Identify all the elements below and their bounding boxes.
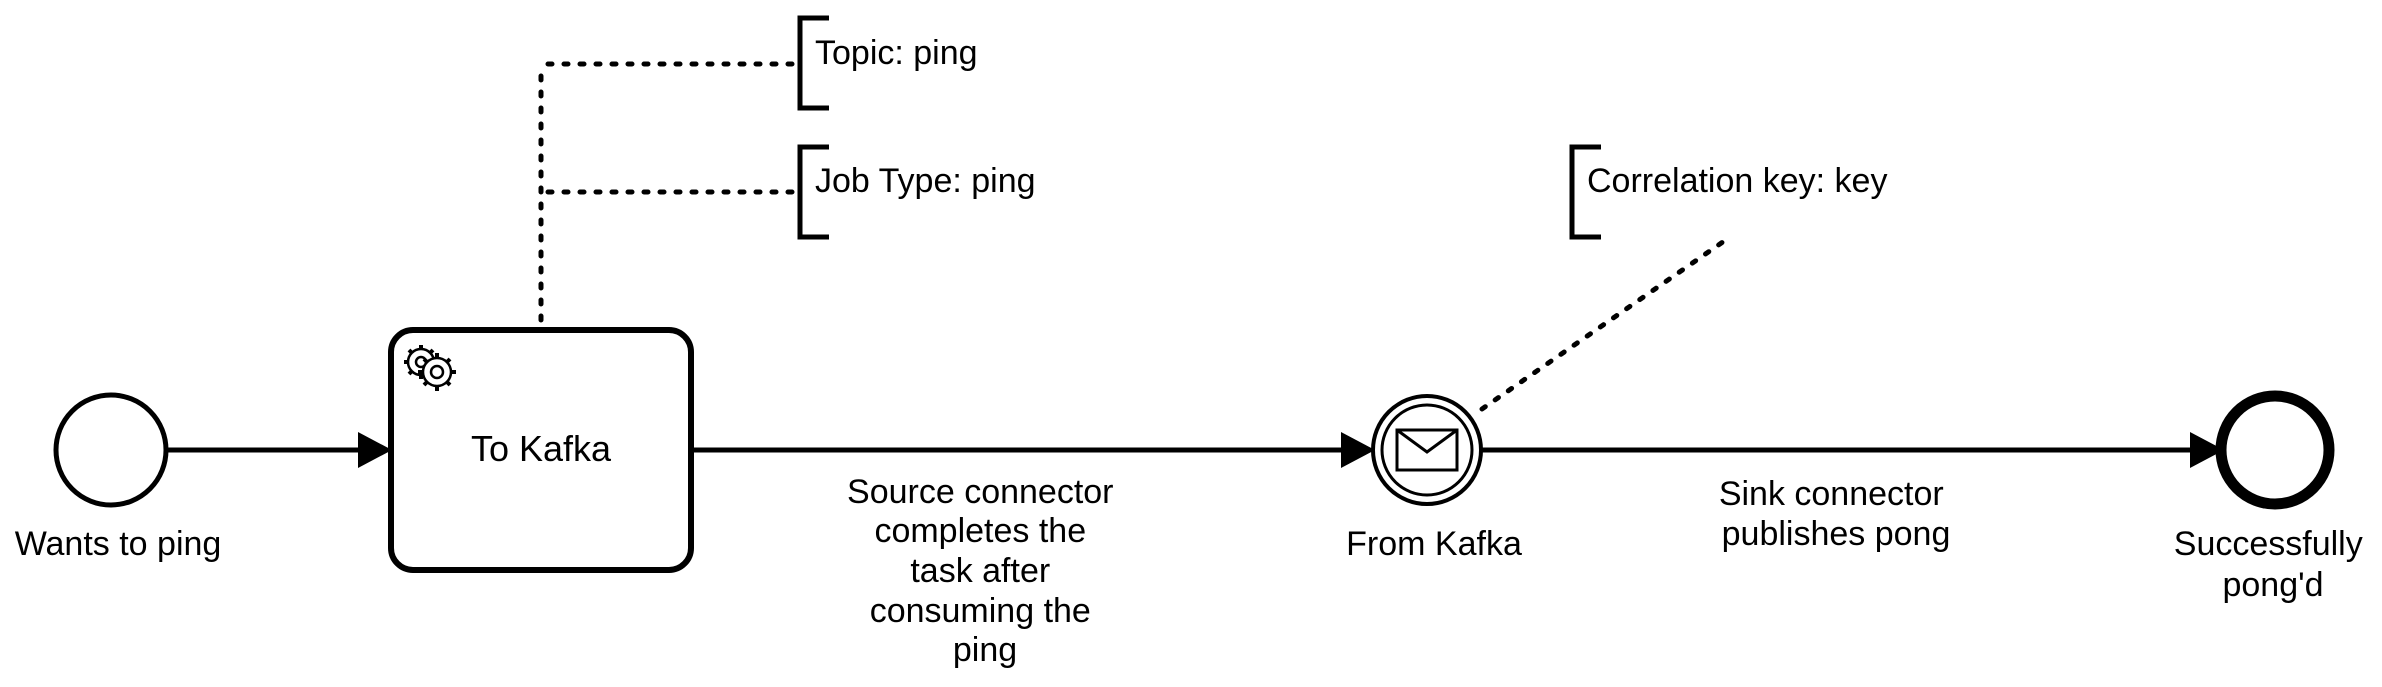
flow-catch-event-to-end-arrowhead bbox=[2190, 432, 2224, 468]
start-event-label: Wants to ping bbox=[15, 525, 222, 563]
catch-event-label: From Kafka bbox=[1346, 525, 1522, 563]
end-event[interactable] bbox=[2215, 390, 2335, 510]
svg-text:Job Type: ping: Job Type: ping bbox=[815, 162, 1036, 200]
envelope-icon bbox=[1395, 428, 1459, 472]
svg-text:Correlation key: key: Correlation key: key bbox=[1587, 162, 1887, 200]
flow-start-to-task-arrowhead bbox=[358, 432, 392, 468]
sink-connector-flow-label: Sink connector publishes pong bbox=[1719, 475, 1953, 553]
annotation-correlation-key: Correlation key: key bbox=[1569, 144, 1887, 240]
gears-icon bbox=[404, 345, 456, 391]
source-connector-flow-label: Source connector completes the task afte… bbox=[847, 473, 1123, 669]
svg-text:Topic: ping: Topic: ping bbox=[815, 34, 978, 72]
end-event-label: Successfully pong'd bbox=[2174, 525, 2372, 604]
task-to-kafka[interactable] bbox=[388, 327, 694, 573]
catch-event-outer[interactable] bbox=[1371, 394, 1483, 506]
task-annotation-association bbox=[538, 61, 796, 323]
start-event[interactable] bbox=[53, 392, 169, 508]
annotation-topic: Topic: ping bbox=[797, 15, 978, 111]
catch-event-inner bbox=[1380, 403, 1474, 497]
flow-task-to-catch-event-arrowhead bbox=[1341, 432, 1375, 468]
annotation-job-type: Job Type: ping bbox=[797, 144, 1036, 240]
catch-event-annotation-association bbox=[1479, 234, 1733, 412]
task-label: To Kafka bbox=[471, 428, 612, 469]
